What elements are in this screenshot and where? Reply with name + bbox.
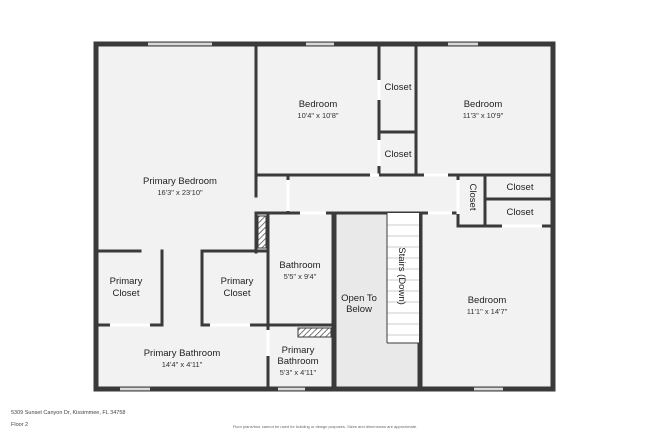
label-primary-closet-left-2: Closet — [113, 288, 140, 299]
label-primary-bathroom-small-1: Primary — [282, 345, 315, 356]
label-open-to-below-2: Below — [346, 304, 372, 315]
footer-floor: Floor 2 — [11, 422, 28, 428]
dims-primary-bathroom-small: 5'3" x 4'11" — [280, 368, 317, 377]
hatch-block-left — [257, 215, 267, 249]
label-bedroom-top-right: Bedroom — [464, 99, 503, 110]
label-closet-top-1: Closet — [385, 82, 412, 93]
dims-primary-bedroom: 16'3" x 23'10" — [157, 188, 203, 197]
room-labels: Bedroom 10'4" x 10'8" Closet Closet Bedr… — [110, 82, 534, 377]
label-bedroom-bottom-right: Bedroom — [468, 295, 507, 306]
footer-disclaimer: Floor plans/tour cannot be used for buil… — [233, 424, 417, 429]
label-primary-bedroom: Primary Bedroom — [143, 176, 217, 187]
label-bedroom-top-middle: Bedroom — [299, 99, 338, 110]
label-open-to-below-1: Open To — [341, 293, 377, 304]
stairs — [386, 213, 419, 344]
dims-bathroom: 5'5" x 9'4" — [284, 272, 317, 281]
dims-bedroom-top-middle: 10'4" x 10'8" — [297, 111, 338, 120]
label-primary-bathroom-small-2: Bathroom — [277, 356, 318, 367]
dims-primary-bathroom: 14'4" x 4'11" — [162, 360, 203, 369]
label-bathroom: Bathroom — [279, 260, 320, 271]
window-frames — [120, 42, 503, 391]
interior-walls — [96, 44, 553, 391]
label-primary-closet-right-1: Primary — [221, 276, 254, 287]
footer-address: 5309 Sunset Canyon Dr, Kissimmee, FL 347… — [11, 410, 125, 416]
label-closet-right-2: Closet — [507, 207, 534, 218]
label-closet-vertical: Closet — [467, 184, 478, 211]
dims-bedroom-bottom-right: 11'1" x 14'7" — [467, 307, 508, 316]
label-closet-right-1: Closet — [507, 182, 534, 193]
label-closet-top-2: Closet — [385, 149, 412, 160]
label-primary-bathroom: Primary Bathroom — [144, 348, 221, 359]
label-primary-closet-left-1: Primary — [110, 276, 143, 287]
label-primary-closet-right-2: Closet — [224, 288, 251, 299]
openings — [110, 42, 542, 391]
label-stairs: Stairs (Down) — [396, 247, 407, 305]
hatch-block-bottom — [297, 327, 332, 338]
dims-bedroom-top-right: 11'3" x 10'9" — [463, 111, 504, 120]
